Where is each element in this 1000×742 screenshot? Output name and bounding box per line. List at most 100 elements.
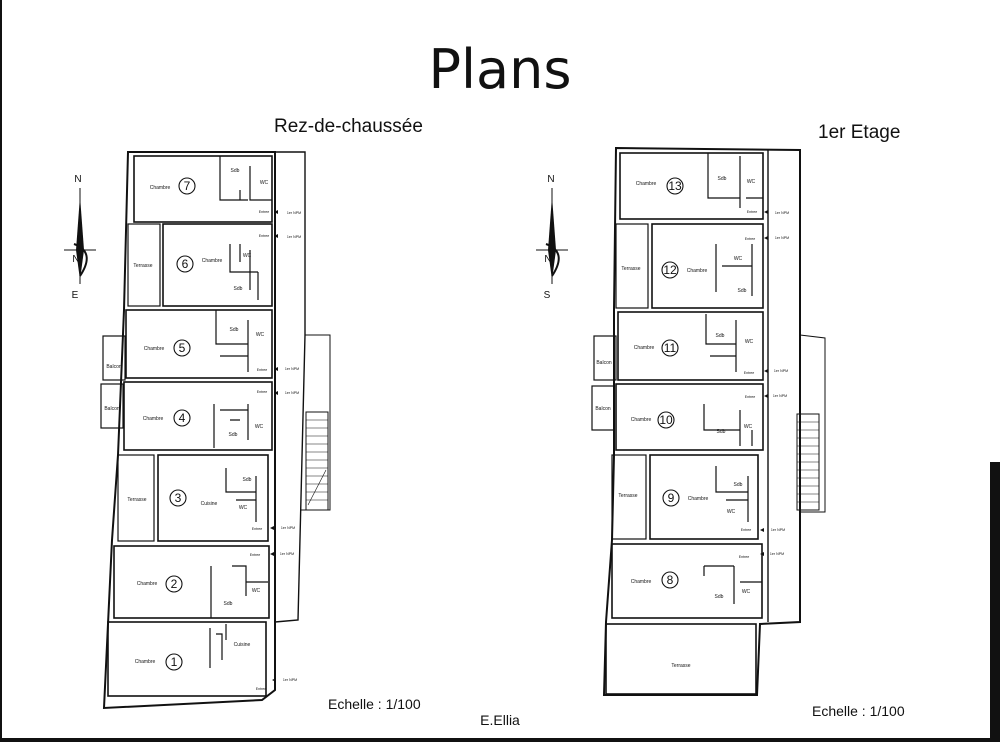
right-stair-treads <box>797 421 819 503</box>
unit-4-sdb: Sdb <box>229 432 238 438</box>
unit-5-balcony-label: Balcon <box>106 364 122 370</box>
unit-10-npm: 1er NPM <box>773 394 787 398</box>
unit-3-sdb: Sdb <box>243 477 252 483</box>
unit-4-number: 4 <box>179 411 186 425</box>
unit-10-number: 10 <box>659 413 673 427</box>
unit-11-balcony <box>593 335 617 381</box>
left-north-arrow <box>64 188 96 284</box>
unit-12-entry: Entree <box>745 237 756 241</box>
page-frame-left <box>0 0 2 742</box>
unit-2 <box>113 545 270 619</box>
unit-9-terrace-label: Terrasse <box>618 493 637 499</box>
unit-2-label: Chambre <box>137 581 158 587</box>
right-bathroom-partitions <box>703 153 763 604</box>
unit-6-wc: WC <box>243 253 252 259</box>
unit-1-label: Chambre <box>135 659 156 665</box>
unit-11-label: Chambre <box>634 345 655 351</box>
unit-6-npm: 1er NPM <box>287 235 301 239</box>
unit-6-sdb: Sdb <box>234 286 243 292</box>
right-compass-n-center: N <box>544 254 551 265</box>
unit-number-circles <box>165 177 684 671</box>
unit-4-entry: Entree <box>257 390 268 394</box>
unit-1-kitchen: Cuisine <box>234 642 251 648</box>
unit-6-label: Chambre <box>202 258 223 264</box>
unit-10-balcony <box>591 385 615 431</box>
right-compass-n-top: N <box>547 174 554 185</box>
right-stair-wall <box>799 334 826 513</box>
right-plan <box>536 146 826 696</box>
unit-9-entry: Entree <box>741 528 752 532</box>
unit-3-npm: 1er NPM <box>281 526 295 530</box>
left-bathroom-partitions <box>209 156 272 668</box>
unit-9 <box>649 454 759 540</box>
unit-10-sdb: Sdb <box>717 429 726 435</box>
right-compass-bottom: S <box>544 290 551 301</box>
unit-11-sdb: Sdb <box>716 333 725 339</box>
unit-10-entry: Entree <box>745 395 756 399</box>
unit-3-terrace-label: Terrasse <box>127 497 146 503</box>
unit-9-label: Chambre <box>688 496 709 502</box>
left-compass-n-center: N <box>72 254 79 265</box>
unit-2-number: 2 <box>171 577 178 591</box>
author-credit: E.Ellia <box>480 712 520 728</box>
left-compass-n-top: N <box>74 174 81 185</box>
unit-12-terrace <box>615 223 649 309</box>
unit-1-number: 1 <box>171 655 178 669</box>
unit-5-entry: Entree <box>257 368 268 372</box>
unit-11-npm: 1er NPM <box>774 369 788 373</box>
unit-8-label: Chambre <box>631 579 652 585</box>
unit-3-entry: Entree <box>252 527 263 531</box>
unit-4 <box>123 381 273 451</box>
left-plan-scale: Echelle : 1/100 <box>328 696 421 712</box>
unit-13 <box>619 152 764 220</box>
unit-11-wc: WC <box>745 339 754 345</box>
unit-11-balcony-label: Balcon <box>596 360 612 366</box>
unit-5-label: Chambre <box>144 346 165 352</box>
unit-7-label: Chambre <box>150 185 171 191</box>
unit-1-entry: Entree <box>256 687 267 691</box>
unit-10-balcony-label: Balcon <box>595 406 611 412</box>
unit-8-wc: WC <box>742 589 751 595</box>
unit-1-npm: 1er NPM <box>283 678 297 682</box>
right-north-arrow <box>536 188 568 284</box>
unit-13-npm: 1er NPM <box>775 211 789 215</box>
unit-2-npm: 1er NPM <box>280 552 294 556</box>
unit-7-entry: Entree <box>259 210 270 214</box>
unit-4-balcony-label: Balcon <box>104 406 120 412</box>
unit-7-wc: WC <box>260 180 269 186</box>
right-terrace-label: Terrasse <box>671 663 690 669</box>
right-terrace <box>605 623 757 695</box>
unit-8 <box>611 543 763 619</box>
unit-9-sdb: Sdb <box>734 482 743 488</box>
unit-8-sdb: Sdb <box>715 594 724 600</box>
left-compass-bottom: E <box>72 290 79 301</box>
unit-13-label: Chambre <box>636 181 657 187</box>
unit-4-npm: 1er NPM <box>285 391 299 395</box>
left-building-outline <box>102 151 276 710</box>
unit-2-wc: WC <box>252 588 261 594</box>
left-plan-heading: Rez-de-chaussée <box>274 116 423 137</box>
unit-11-number: 11 <box>664 341 677 355</box>
unit-4-balcony <box>100 383 124 429</box>
unit-8-entry: Entree <box>739 555 750 559</box>
unit-13-entry: Entree <box>747 210 758 214</box>
unit-9-npm: 1er NPM <box>771 528 785 532</box>
left-staircase <box>305 411 329 511</box>
unit-13-number: 13 <box>668 179 682 193</box>
unit-3-number: 3 <box>175 491 182 505</box>
unit-4-label: Chambre <box>143 416 164 422</box>
unit-10 <box>615 383 764 451</box>
unit-5-number: 5 <box>179 341 186 355</box>
unit-4-wc: WC <box>255 424 264 430</box>
unit-6-terrace <box>127 223 161 307</box>
unit-9-terrace <box>611 454 647 540</box>
unit-12-npm: 1er NPM <box>775 236 789 240</box>
page-title: Plans <box>428 38 572 101</box>
unit-12-terrace-label: Terrasse <box>621 266 640 272</box>
unit-5-balcony <box>102 335 126 381</box>
unit-3-terrace <box>117 454 155 542</box>
unit-6-entry: Entree <box>259 234 270 238</box>
entry-arrows <box>270 210 768 682</box>
unit-13-sdb: Sdb <box>718 176 727 182</box>
unit-1 <box>107 621 267 697</box>
